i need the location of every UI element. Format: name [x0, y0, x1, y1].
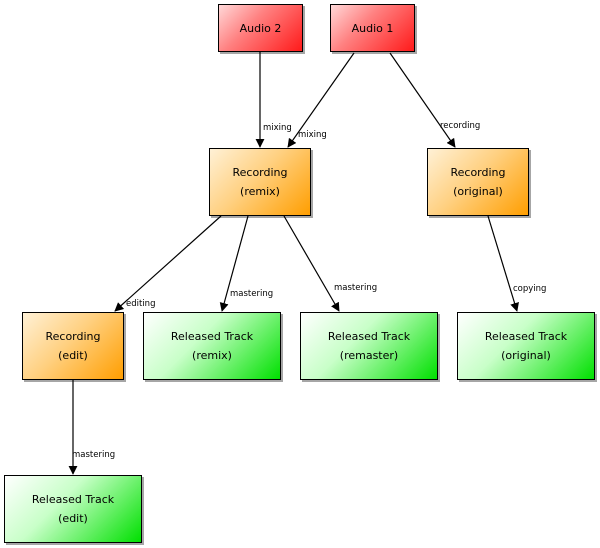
edge-original-to-rel-original [487, 215, 519, 312]
edge-label-audio1-to-original: recording [440, 121, 480, 131]
node-recording-remix-line-2: (remix) [240, 185, 280, 198]
node-released-track-edit-line-1: Released Track [31, 493, 115, 506]
edge-label-original-to-rel-original: copying [513, 284, 546, 294]
node-released-track-original[interactable]: Released Track (original) [457, 312, 595, 380]
edge-remix-to-edit [114, 215, 222, 312]
node-recording-edit[interactable]: Recording (edit) [22, 312, 124, 380]
node-released-track-edit[interactable]: Released Track (edit) [4, 475, 142, 543]
edge-label-remix-to-rel-remaster: mastering [334, 283, 377, 293]
node-recording-original[interactable]: Recording (original) [427, 148, 529, 216]
node-recording-edit-line-2: (edit) [58, 349, 88, 362]
node-released-track-remix-line-2: (remix) [192, 349, 232, 362]
node-recording-edit-line-1: Recording [45, 330, 101, 343]
node-audio-1[interactable]: Audio 1 [330, 4, 415, 52]
node-released-track-original-line-2: (original) [501, 349, 551, 362]
node-audio-1-line-1: Audio 1 [351, 21, 394, 35]
node-recording-remix-line-1: Recording [232, 166, 288, 179]
node-recording-original-line-1: Recording [450, 166, 506, 179]
node-released-track-edit-line-2: (edit) [58, 512, 88, 525]
edge-audio1-to-remix [287, 52, 355, 148]
node-recording-original-line-2: (original) [453, 185, 503, 198]
node-released-track-original-line-1: Released Track [484, 330, 568, 343]
node-recording-remix[interactable]: Recording (remix) [209, 148, 311, 216]
edge-label-edit-to-rel-edit: mastering [72, 450, 115, 460]
edge-label-remix-to-rel-remix: mastering [230, 289, 273, 299]
node-released-track-remix-line-1: Released Track [170, 330, 254, 343]
edge-remix-to-rel-remix [219, 215, 249, 312]
node-released-track-remaster[interactable]: Released Track (remaster) [300, 312, 438, 380]
edge-remix-to-rel-remaster [283, 215, 340, 312]
edge-label-audio1-to-remix: mixing [298, 130, 327, 140]
node-audio-2[interactable]: Audio 2 [218, 4, 303, 52]
edge-label-audio2-to-remix: mixing [263, 123, 292, 133]
node-released-track-remix[interactable]: Released Track (remix) [143, 312, 281, 380]
edge-audio1-to-original [389, 52, 456, 148]
node-audio-2-line-1: Audio 2 [239, 21, 282, 35]
node-released-track-remaster-line-2: (remaster) [339, 349, 399, 362]
node-released-track-remaster-line-1: Released Track [327, 330, 411, 343]
edge-label-remix-to-edit: editing [126, 299, 155, 309]
